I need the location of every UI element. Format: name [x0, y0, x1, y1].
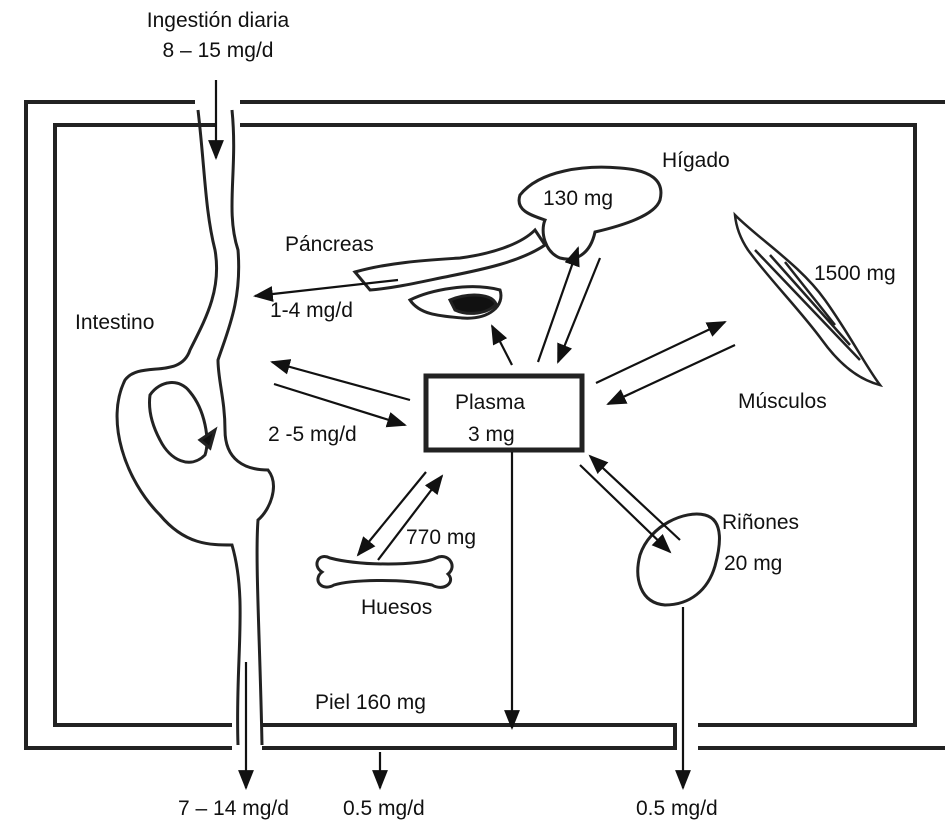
arrow-plasma-to-liver [538, 248, 578, 362]
plasma-label: Plasma [455, 392, 525, 413]
muscle-shape [735, 215, 880, 385]
arrow-liver-to-plasma [558, 258, 600, 362]
plasma-amount: 3 mg [468, 424, 515, 445]
kidney-amount: 20 mg [724, 553, 782, 574]
arrow-plasma-to-muscle [596, 322, 725, 383]
skin-output: 0.5 mg/d [343, 798, 425, 819]
kidney-shape [638, 514, 720, 605]
intestine-label: Intestino [75, 312, 154, 333]
muscle-label: Músculos [738, 391, 827, 412]
arrow-plasma-to-pancreas [492, 326, 512, 365]
intake-title: Ingestión diaria [128, 10, 308, 31]
pancreas-flux: 1-4 mg/d [270, 300, 353, 321]
arrow-intestine-to-plasma [274, 384, 405, 425]
bone-label: Huesos [361, 597, 432, 618]
intestine-flux: 2 -5 mg/d [268, 424, 357, 445]
skin-amount: 160 mg [356, 691, 426, 714]
arrow-muscle-to-plasma [608, 345, 735, 404]
arrow-kidney-to-plasma [590, 456, 680, 540]
muscle-amount: 1500 mg [814, 263, 896, 284]
intestine-shape [117, 110, 273, 745]
pancreas-shape [355, 230, 545, 318]
pancreas-label: Páncreas [285, 234, 374, 255]
urine-output: 0.5 mg/d [636, 798, 718, 819]
intake-amount: 8 – 15 mg/d [128, 40, 308, 61]
liver-amount: 130 mg [543, 188, 613, 209]
bone-amount: 770 mg [406, 527, 476, 548]
arrow-plasma-to-kidney [580, 465, 670, 552]
skin-label: Piel 160 mg [315, 692, 426, 713]
kidney-label: Riñones [722, 512, 799, 533]
feces-output: 7 – 14 mg/d [178, 798, 289, 819]
liver-label: Hígado [662, 150, 730, 171]
bone-shape [317, 557, 452, 588]
arrow-plasma-to-intestine [272, 362, 410, 400]
skin-name: Piel [315, 691, 350, 714]
